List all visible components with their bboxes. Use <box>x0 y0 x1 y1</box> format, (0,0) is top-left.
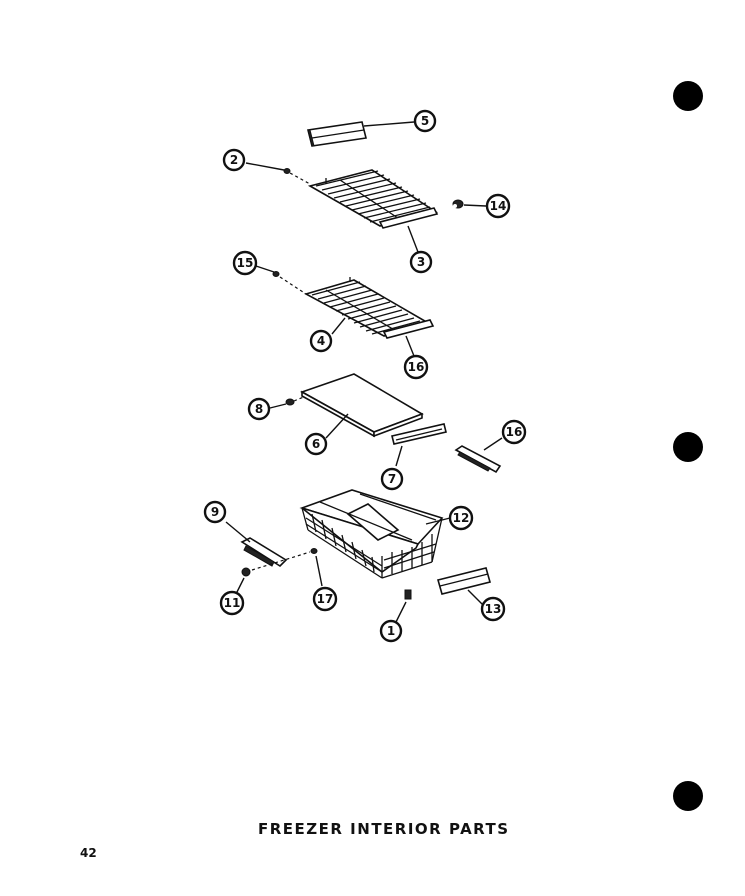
callout-8: 8 <box>247 397 271 421</box>
callout-11: 11 <box>219 590 245 616</box>
part-4-lower-wire-shelf <box>303 277 435 357</box>
callout-4: 4 <box>309 329 333 353</box>
callout-14: 14 <box>485 193 511 219</box>
svg-text:7: 7 <box>388 472 396 486</box>
part-16-slide-rail <box>454 437 503 474</box>
callout-5: 5 <box>413 109 437 133</box>
callout-16-lower: 16 <box>501 419 527 445</box>
callout-12: 12 <box>448 505 474 531</box>
callout-2: 2 <box>222 148 246 172</box>
page-caption: FREEZER INTERIOR PARTS <box>258 820 510 838</box>
leader-5 <box>363 121 415 127</box>
svg-text:14: 14 <box>490 199 507 213</box>
svg-text:1: 1 <box>387 624 395 638</box>
leader-2 <box>245 162 285 171</box>
callout-3: 3 <box>409 250 433 274</box>
part-11-roller <box>235 551 311 595</box>
callout-6: 6 <box>304 432 328 456</box>
svg-text:12: 12 <box>453 511 470 525</box>
part-17-stop <box>310 548 323 587</box>
svg-text:13: 13 <box>485 602 502 616</box>
svg-text:3: 3 <box>417 255 425 269</box>
part-12-wire-basket <box>299 489 451 579</box>
punch-hole-middle <box>673 432 703 462</box>
callout-13: 13 <box>480 596 506 622</box>
part-3-upper-wire-shelf <box>307 169 439 253</box>
callout-17: 17 <box>312 586 338 612</box>
part-15-pin <box>272 271 307 295</box>
svg-text:15: 15 <box>237 256 254 270</box>
callout-9: 9 <box>203 500 227 524</box>
callout-7: 7 <box>380 467 404 491</box>
svg-text:2: 2 <box>230 153 238 167</box>
svg-text:6: 6 <box>312 437 320 451</box>
svg-text:11: 11 <box>224 596 241 610</box>
svg-text:17: 17 <box>317 592 334 606</box>
callout-1: 1 <box>379 619 403 643</box>
page-number: 42 <box>80 846 97 860</box>
svg-text:16: 16 <box>408 360 425 374</box>
svg-text:4: 4 <box>317 334 325 348</box>
punch-hole-bottom <box>673 781 703 811</box>
callout-16-upper: 16 <box>403 354 429 380</box>
part-5-bracket <box>307 121 367 147</box>
part-8-pin <box>285 395 307 406</box>
part-6-glass-shelf <box>300 373 424 439</box>
punch-hole-top <box>673 81 703 111</box>
leader-8 <box>269 403 287 409</box>
part-7-front-trim <box>391 423 447 467</box>
svg-text:16: 16 <box>506 425 523 439</box>
leader-14 <box>463 204 487 207</box>
part-14-clip <box>452 199 464 209</box>
leader-15 <box>255 265 275 273</box>
svg-text:9: 9 <box>211 505 219 519</box>
part-13-basket-cover <box>437 567 491 607</box>
part-1-clip <box>395 589 412 623</box>
part-2-pin <box>283 168 311 185</box>
part-9-rail <box>225 521 288 568</box>
callout-15: 15 <box>232 250 258 276</box>
svg-text:5: 5 <box>421 114 429 128</box>
svg-text:8: 8 <box>255 402 263 416</box>
